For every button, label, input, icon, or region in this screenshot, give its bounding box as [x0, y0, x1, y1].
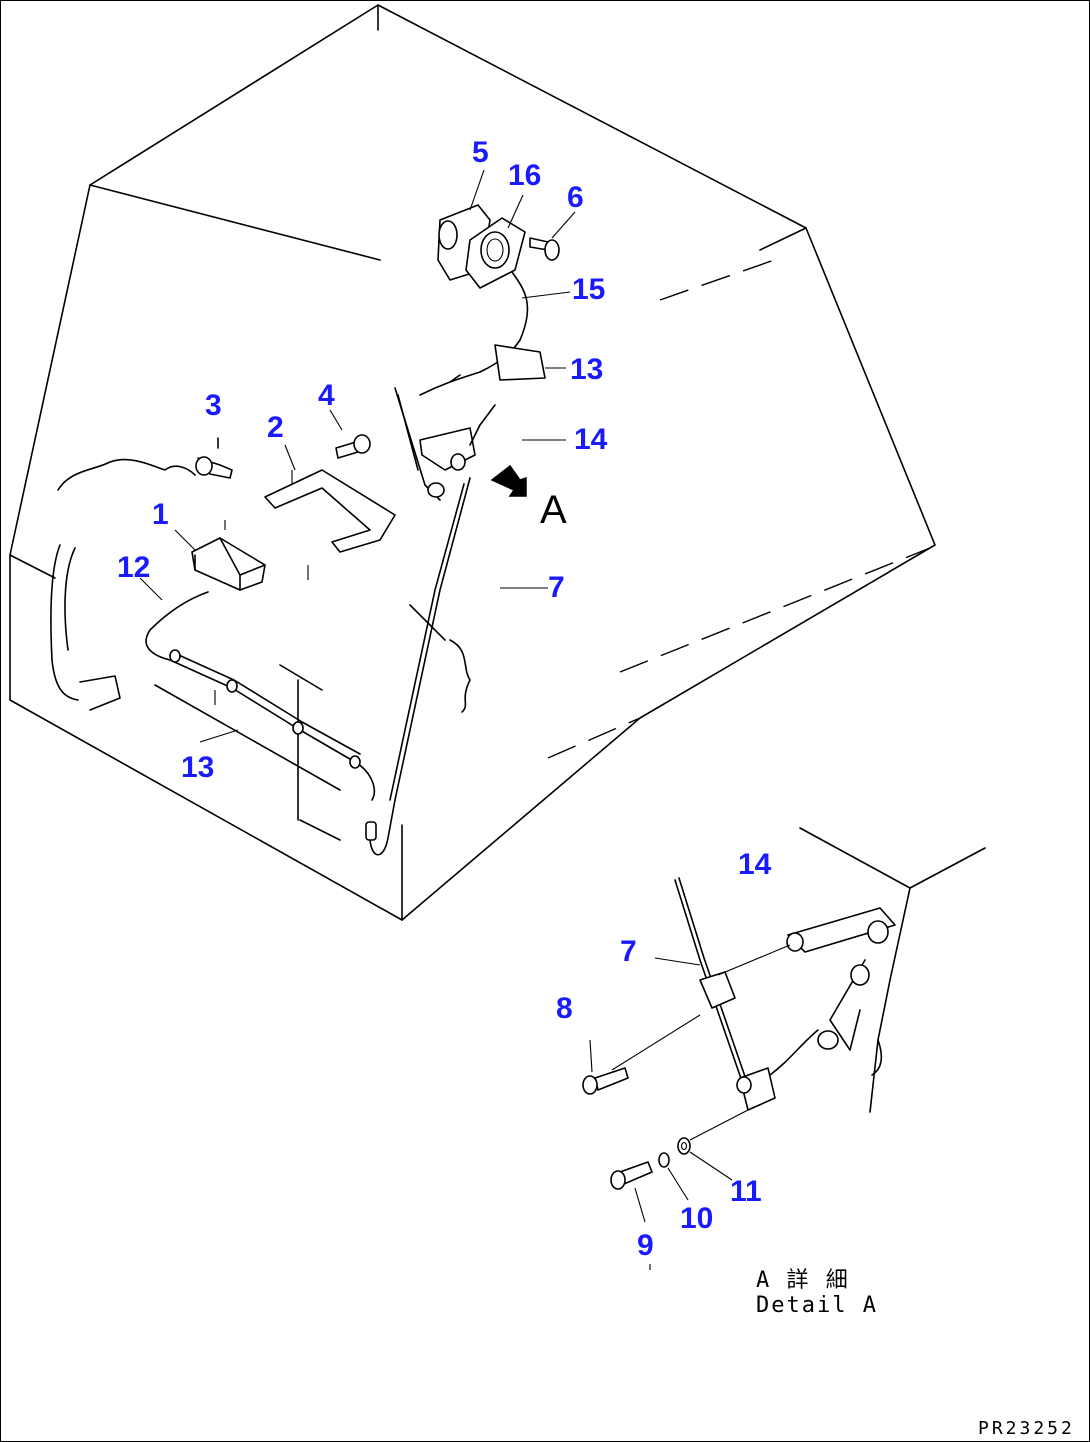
detail-caption-en: Detail A: [756, 1293, 878, 1318]
part-6-bolt: [529, 237, 560, 261]
callout-5: 5: [472, 136, 489, 169]
callout-13-lower: 13: [181, 751, 214, 784]
part-1-module: [191, 520, 309, 591]
drawing-code: PR23252: [978, 1418, 1075, 1439]
part-11-washer: [677, 1137, 733, 1181]
part-2-bracket: [264, 469, 396, 553]
callout-3: 3: [205, 389, 222, 422]
detail-callout-8: 8: [556, 992, 573, 1025]
detail-callout-9: 9: [637, 1229, 654, 1262]
part-16-speaker: [465, 217, 526, 289]
part-15-wire: [419, 271, 546, 396]
part-3-bolt: [195, 437, 233, 479]
detail-callout-11: 11: [730, 1175, 762, 1208]
callout-2: 2: [267, 411, 284, 444]
part-10-washer: [658, 1152, 689, 1201]
cab-outline: [9, 4, 936, 921]
detail-callout-10: 10: [680, 1202, 713, 1235]
detail-callout-7: 7: [620, 935, 637, 968]
engine-outline: [50, 458, 471, 841]
callout-16: 16: [508, 159, 541, 192]
view-arrow-icon: [490, 464, 527, 497]
callout-1: 1: [152, 498, 169, 531]
callout-15: 15: [572, 273, 605, 306]
part-9-bolt: [610, 1161, 653, 1223]
callout-leaders: [139, 169, 576, 743]
part-8-bolt: [582, 1039, 629, 1095]
callout-14-upper: 14: [574, 423, 608, 456]
part-14-lever-upper: [394, 387, 496, 501]
part-7-rod: [365, 477, 471, 856]
detail-a-geometry: [611, 827, 986, 1141]
callout-13-upper: 13: [570, 353, 603, 386]
detail-callout-14: 14: [738, 848, 772, 881]
detail-caption-jp: A 詳 細: [756, 1268, 850, 1293]
view-label-a: A: [540, 488, 567, 532]
part-4-bolt: [335, 434, 371, 459]
callout-4: 4: [318, 379, 335, 412]
callout-7-upper: 7: [548, 571, 565, 604]
callout-6: 6: [567, 181, 584, 214]
callout-12: 12: [117, 551, 150, 584]
part-12-wire: [145, 591, 376, 801]
